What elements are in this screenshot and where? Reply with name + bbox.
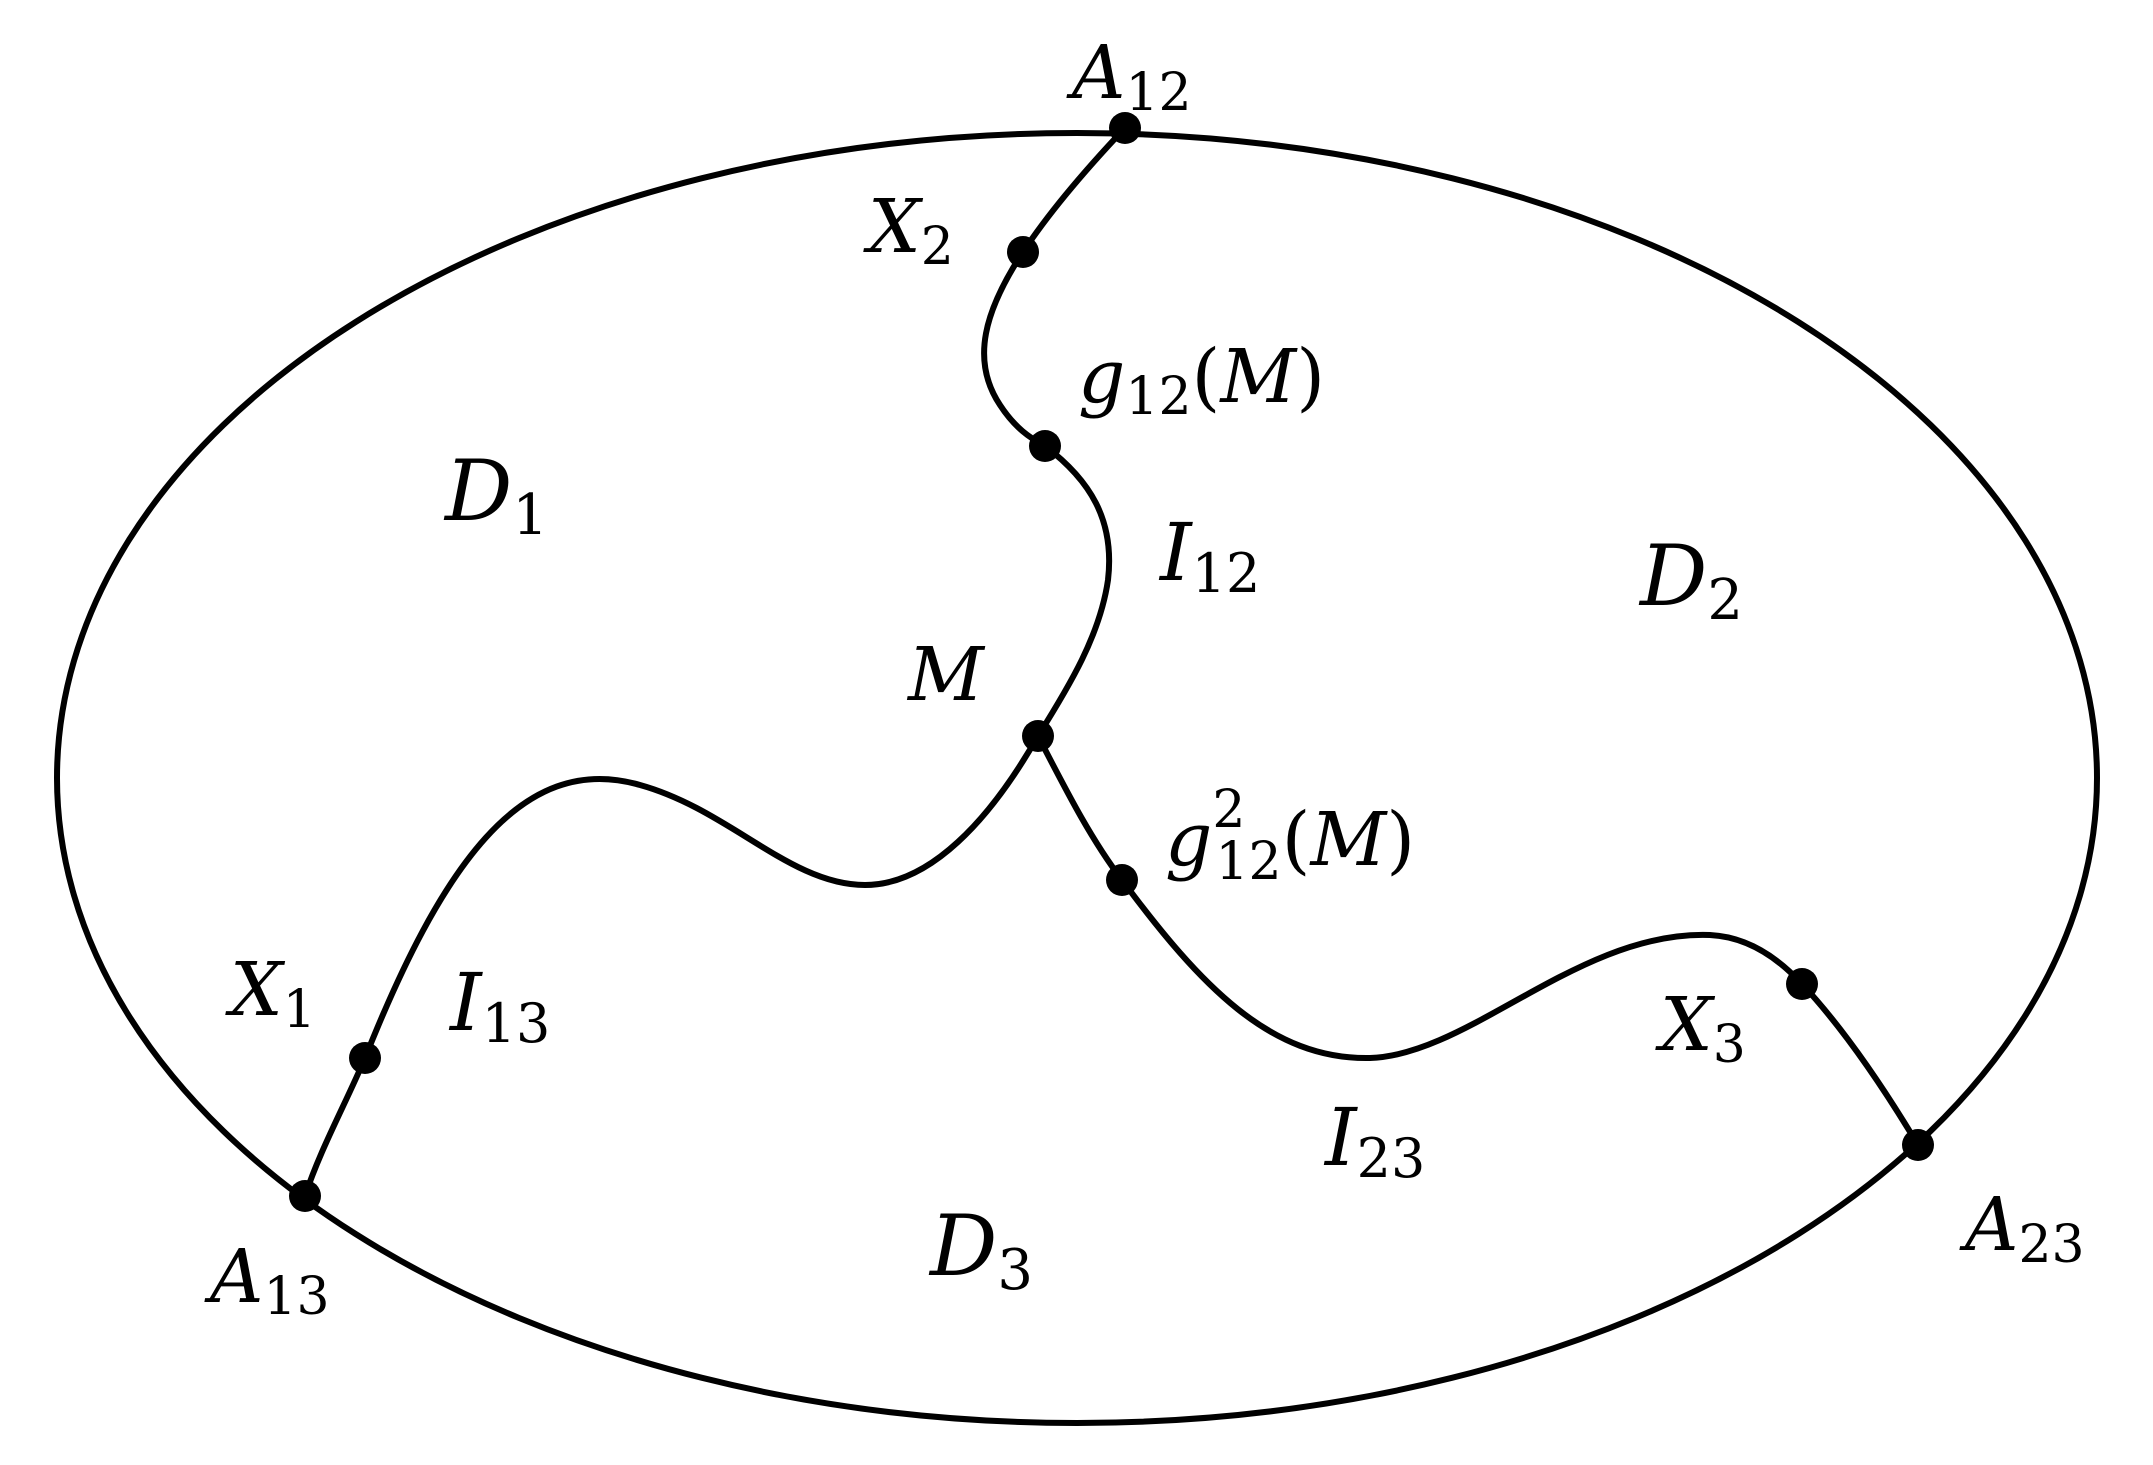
- label-a13: A13: [204, 1234, 330, 1327]
- label-interface-i13: I13: [448, 956, 550, 1055]
- label-interface-i23: I23: [1323, 1091, 1425, 1190]
- label-region-d1: D1: [443, 442, 548, 548]
- label-a12: A12: [1066, 30, 1192, 123]
- point-x1: [349, 1042, 381, 1074]
- label-m: M: [906, 632, 986, 718]
- label-x1: X1: [225, 947, 316, 1040]
- label-interface-i12: I12: [1158, 506, 1260, 605]
- label-region-d3: D3: [928, 1197, 1033, 1303]
- point-a13: [289, 1180, 321, 1212]
- label-x3: X3: [1655, 982, 1746, 1075]
- interface-curve-i12: [981, 125, 1128, 739]
- outer-boundary-ellipse: [54, 130, 2100, 1426]
- label-g12-m: g12(M): [1078, 334, 1325, 427]
- label-a23: A23: [1959, 1182, 2085, 1275]
- point-m: [1022, 720, 1054, 752]
- point-a23: [1902, 1129, 1934, 1161]
- point-x2: [1007, 236, 1039, 268]
- point-g12-m: [1029, 430, 1061, 462]
- point-g12-squared-m: [1106, 864, 1138, 896]
- interface-curve-i13: [302, 733, 1041, 1199]
- point-x3: [1786, 968, 1818, 1000]
- point-a12: [1109, 112, 1141, 144]
- label-x2: X2: [863, 184, 954, 277]
- label-region-d2: D2: [1638, 527, 1743, 633]
